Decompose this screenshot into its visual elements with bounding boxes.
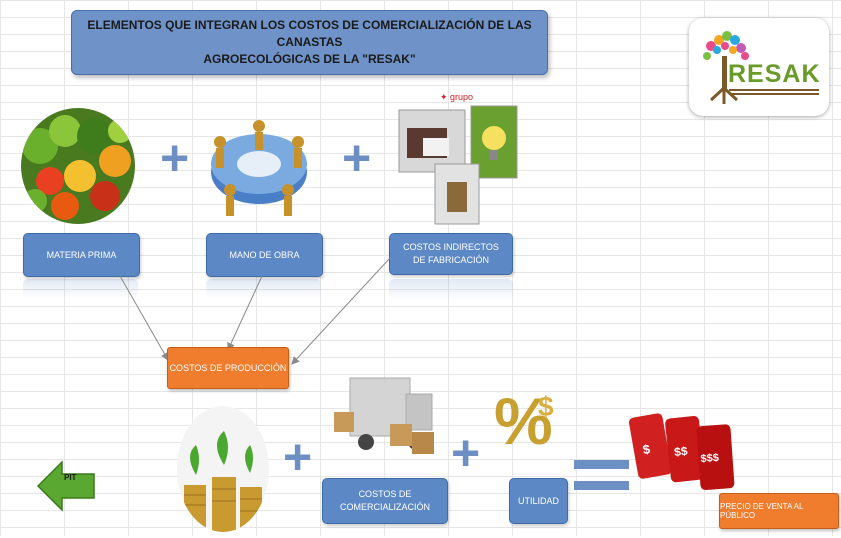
- plus-operator-2: +: [342, 130, 372, 186]
- materia-prima-box: MATERIA PRIMA: [23, 233, 140, 277]
- back-arrow-label: PIT: [64, 473, 77, 482]
- title-line-1: ELEMENTOS QUE INTEGRAN LOS COSTOS DE COM…: [87, 18, 532, 49]
- mano-de-obra-box: MANO DE OBRA: [206, 233, 323, 277]
- logo-text: RESAK: [728, 60, 821, 88]
- costos-produccion-box: COSTOS DE PRODUCCIÓN: [167, 347, 289, 389]
- equals-operator: [574, 460, 629, 502]
- percent-sign-image: % $: [492, 376, 570, 466]
- svg-text:$: $: [538, 391, 554, 422]
- precio-venta-label: PRECIO DE VENTA AL PÚBLICO: [720, 502, 804, 520]
- costos-indirectos-label: COSTOS INDIRECTOS DE FABRICACIÓN: [403, 242, 499, 265]
- vegetables-image: [20, 106, 136, 226]
- price-tags-image: $ $$ $$$: [626, 395, 736, 505]
- plus-operator-1: +: [160, 130, 190, 186]
- plus-operator-4: +: [451, 425, 481, 481]
- resak-logo: RESAK: [689, 18, 829, 116]
- gears-teamwork-image: [200, 112, 318, 224]
- left-arrow-icon: [36, 460, 95, 512]
- truck-delivery-image: [330, 368, 438, 466]
- logo-subtitle-lines: [729, 89, 819, 95]
- utilidad-box: UTILIDAD: [509, 478, 568, 524]
- precio-venta-box: PRECIO DE VENTA AL PÚBLICO: [719, 493, 839, 529]
- costos-comercializacion-label: COSTOS DE COMERCIALIZACIÓN: [339, 489, 430, 512]
- svg-text:$: $: [642, 441, 652, 457]
- svg-text:$$: $$: [673, 444, 688, 459]
- costos-indirectos-box: COSTOS INDIRECTOS DE FABRICACIÓN: [389, 233, 513, 275]
- diagram-title: ELEMENTOS QUE INTEGRAN LOS COSTOS DE COM…: [71, 10, 548, 75]
- tree-icon: [703, 31, 749, 104]
- utilidad-label: UTILIDAD: [517, 495, 559, 506]
- costos-produccion-label: COSTOS DE PRODUCCIÓN: [169, 363, 287, 373]
- plants-coins-image: [176, 405, 271, 533]
- arrow-costos-indirectos: [291, 257, 391, 365]
- arrow-materia-prima: [119, 275, 169, 361]
- svg-text:$$$: $$$: [700, 452, 719, 465]
- back-arrow-button[interactable]: [36, 458, 98, 519]
- title-line-2: AGROECOLÓGICAS DE LA "RESAK": [203, 52, 416, 66]
- arrow-mano-de-obra: [227, 275, 263, 351]
- plus-operator-3: +: [283, 429, 313, 485]
- materia-prima-label: MATERIA PRIMA: [46, 249, 117, 260]
- svg-text:✦ grupo: ✦ grupo: [440, 92, 473, 102]
- costos-comercializacion-box: COSTOS DE COMERCIALIZACIÓN: [322, 478, 448, 524]
- indirect-costs-collage: ✦ grupo: [395, 88, 520, 228]
- svg-text:%: %: [494, 384, 553, 458]
- mano-de-obra-label: MANO DE OBRA: [229, 249, 300, 260]
